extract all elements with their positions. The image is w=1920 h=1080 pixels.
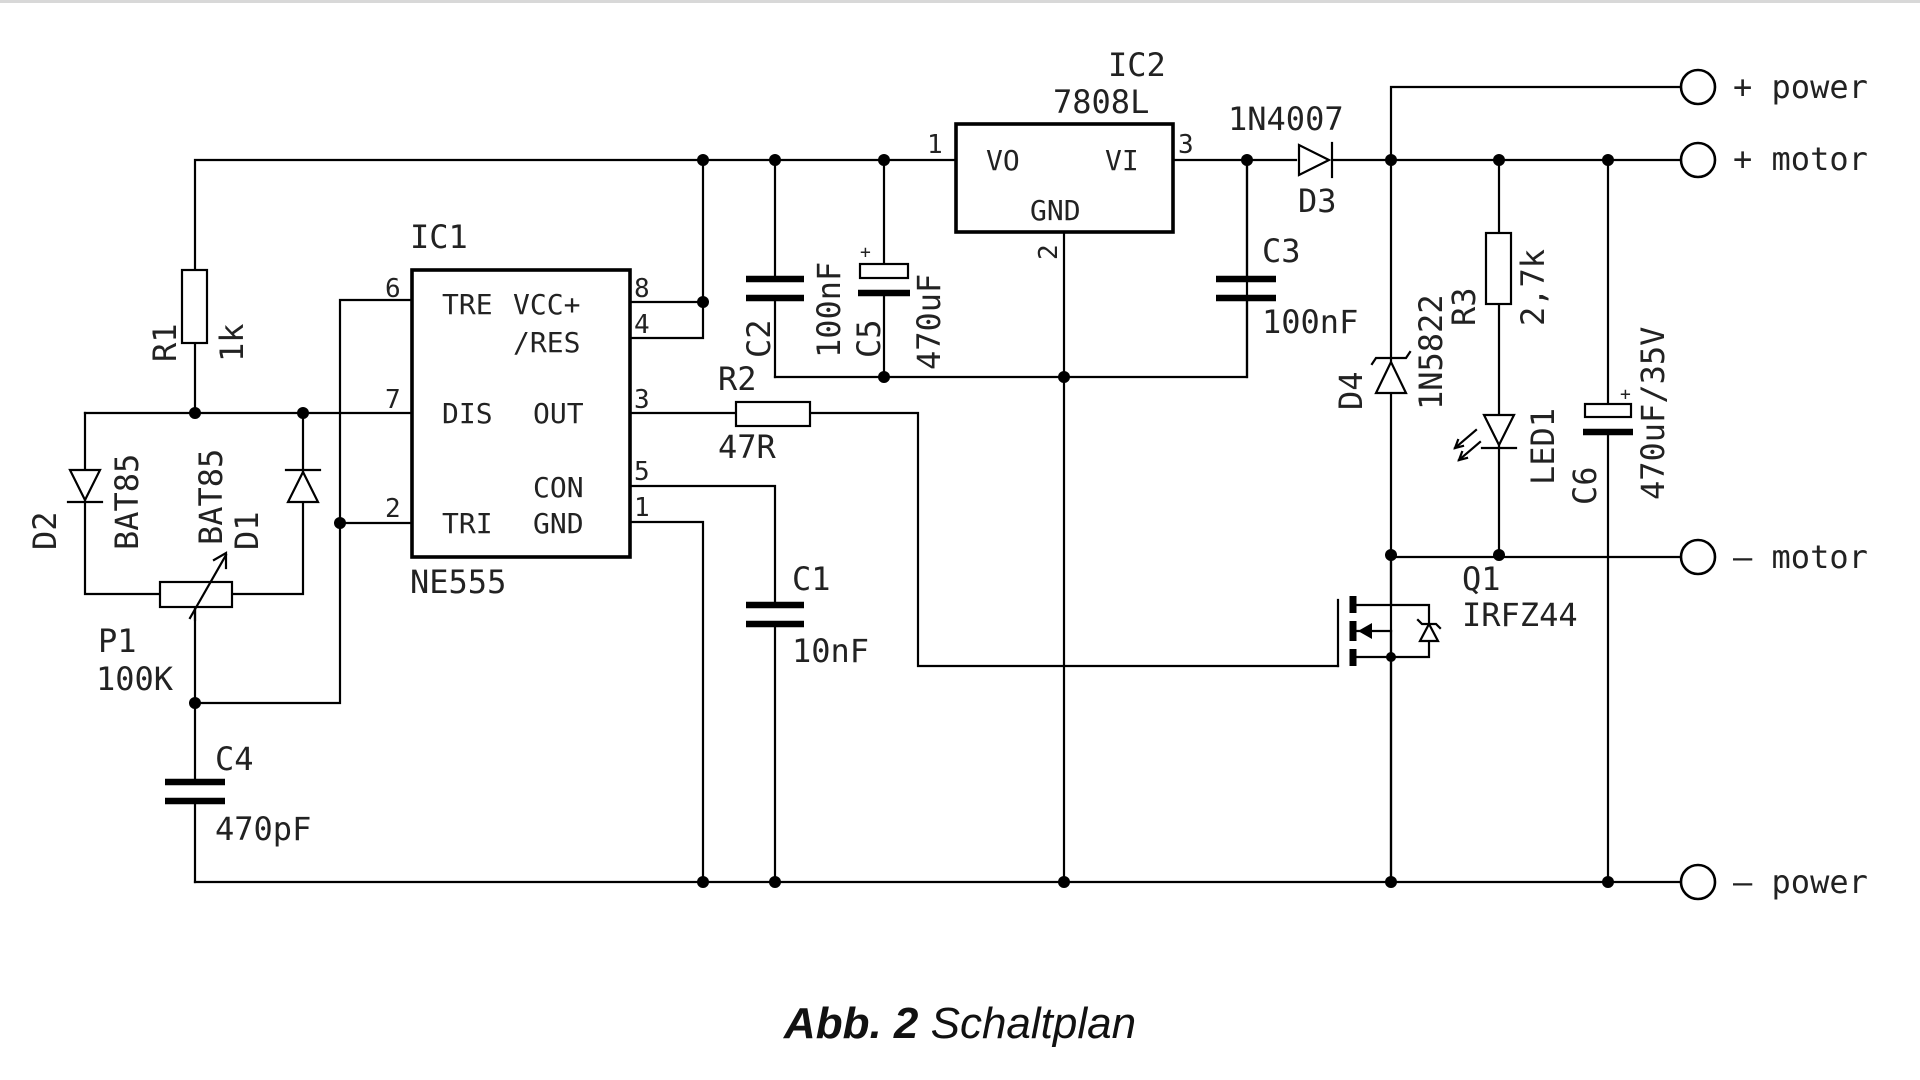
ic1-pin-1: 1 (634, 493, 650, 523)
terminal-motor-minus-label: – motor (1733, 538, 1868, 576)
ic1-pin-8: 8 (634, 274, 650, 304)
c6-ref: C6 (1566, 466, 1604, 505)
ic2-vo-label: VO (986, 144, 1020, 177)
resistor-r3: R3 2,7k (1445, 231, 1552, 326)
d4-ref: D4 (1332, 371, 1370, 410)
capacitor-c2: C2 100nF (740, 262, 848, 358)
c4-value: 470pF (215, 810, 311, 848)
resistor-r2: R2 47R (718, 360, 812, 466)
c6-plus: + (1620, 384, 1631, 405)
p1-ref: P1 (98, 622, 137, 660)
terminal-power-plus (1679, 68, 1717, 106)
ic1-dis-label: DIS (442, 397, 493, 430)
c6-value: 470uF/35V (1634, 327, 1672, 500)
caption-title: Schaltplan (918, 999, 1136, 1048)
ic1-tri-label: TRI (442, 507, 493, 540)
c5-value: 470uF (910, 274, 948, 370)
ic1-tre-label: TRE (442, 288, 493, 321)
d4-value: 1N5822 (1412, 294, 1450, 410)
ic1-pin-5: 5 (634, 457, 650, 487)
capacitor-c3: C3 100nF (1216, 232, 1358, 341)
c2-value: 100nF (810, 262, 848, 358)
caption-label: Abb. 2 (783, 999, 919, 1048)
r1-value: 1k (213, 323, 251, 362)
capacitor-c4: C4 470pF (165, 740, 311, 848)
ic2-pin-2: 2 (1034, 244, 1064, 260)
r3-ref: R3 (1445, 287, 1483, 326)
ic1-out-label: OUT (533, 397, 584, 430)
ic1-pin-7: 7 (385, 385, 401, 415)
led1-ref: LED1 (1524, 408, 1562, 485)
junction-dots (189, 154, 1614, 888)
terminal-power-minus-label: – power (1733, 863, 1868, 901)
ic1-pin-6: 6 (385, 274, 401, 304)
d3-value: 1N4007 (1228, 100, 1344, 138)
q1-value: IRFZ44 (1462, 596, 1578, 634)
c5-ref: C5 (850, 319, 888, 358)
terminal-motor-minus (1679, 538, 1717, 576)
d3-ref: D3 (1298, 182, 1337, 220)
diode-d4-schottky: D4 1N5822 (1332, 294, 1450, 410)
led-led1: LED1 (1453, 408, 1562, 485)
r2-value: 47R (718, 428, 777, 466)
terminal-motor-plus (1679, 141, 1717, 179)
r2-ref: R2 (718, 360, 757, 398)
ic2-part: 7808L (1053, 83, 1149, 121)
d1-value-label: BAT85 (192, 449, 230, 545)
c5-plus: + (860, 242, 871, 263)
ic2-pin-1: 1 (927, 130, 943, 160)
c3-value: 100nF (1262, 303, 1358, 341)
r3-value: 2,7k (1514, 249, 1552, 326)
figure-caption: Abb. 2 Schaltplan (783, 999, 1136, 1048)
ic1-pin-3: 3 (634, 385, 650, 415)
c1-value: 10nF (792, 632, 869, 670)
ic2-vi-label: VI (1105, 144, 1139, 177)
r1-ref: R1 (146, 323, 184, 362)
c1-ref: C1 (792, 560, 831, 598)
c4-ref: C4 (215, 740, 254, 778)
ic2-regulator: IC2 7808L VO VI GND 1 3 2 (927, 46, 1194, 260)
ic1-part: NE555 (410, 563, 506, 601)
wires (83, 85, 1682, 884)
capacitor-c1: C1 10nF (746, 560, 869, 670)
top-border (0, 0, 1920, 3)
terminal-power-minus (1679, 863, 1717, 901)
diode-d1: D1 BAT85 BAT85 (192, 449, 322, 550)
ic1-res-label: /RES (513, 326, 580, 359)
potentiometer-p1: P1 100K (96, 551, 234, 698)
capacitor-c5: + C5 470uF (850, 242, 948, 370)
ic2-gnd-label: GND (1030, 194, 1081, 227)
d2-ref: D2 (26, 511, 64, 550)
c3-ref: C3 (1262, 232, 1301, 270)
ic1-pin-2: 2 (385, 494, 401, 524)
capacitor-c6: + C6 470uF/35V (1566, 327, 1672, 505)
d2-value: BAT85 (108, 454, 146, 550)
ic1-gnd-label: GND (533, 507, 584, 540)
mosfet-q1: Q1 IRFZ44 (1336, 555, 1578, 884)
terminal-power-plus-label: + power (1733, 68, 1868, 106)
q1-ref: Q1 (1462, 560, 1501, 598)
terminals: + power + motor – motor – power (1679, 68, 1868, 901)
c2-ref: C2 (740, 319, 778, 358)
ic1-pin-4: 4 (634, 310, 650, 340)
ic1-con-label: CON (533, 471, 584, 504)
ic1-vcc-label: VCC+ (513, 288, 580, 321)
terminal-motor-plus-label: + motor (1733, 140, 1868, 178)
ic2-ref: IC2 (1108, 46, 1166, 84)
ic1-ne555: IC1 NE555 TRE VCC+ /RES DIS OUT CON TRI … (385, 218, 650, 601)
ic2-pin-3: 3 (1178, 130, 1194, 160)
resistor-r1: R1 1k (146, 268, 251, 362)
ic1-ref: IC1 (410, 218, 468, 256)
diode-d3: 1N4007 D3 (1228, 100, 1344, 220)
p1-value: 100K (96, 660, 174, 698)
d1-ref: D1 (228, 511, 266, 550)
diode-d2: D2 BAT85 (26, 454, 146, 550)
